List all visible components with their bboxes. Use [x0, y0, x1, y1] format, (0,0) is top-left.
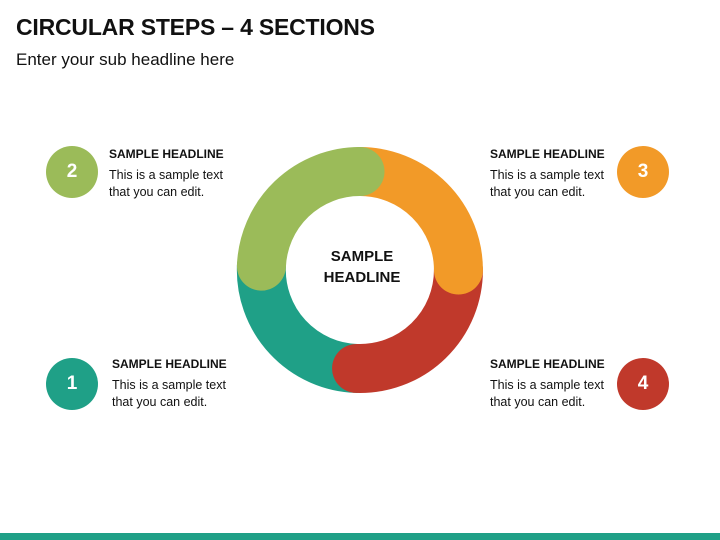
step-2-number-badge: 2 [46, 146, 98, 198]
step-3-number: 3 [637, 161, 649, 182]
step-4-body-line1: This is a sample text [490, 378, 604, 392]
step-1-number: 1 [66, 373, 78, 394]
circular-steps-ring [236, 147, 483, 393]
step-3-text-block: SAMPLE HEADLINE This is a sample text th… [490, 147, 650, 201]
step-3-body: This is a sample text that you can edit. [490, 167, 650, 201]
center-headline: SAMPLE HEADLINE [302, 246, 422, 288]
step-4-text-block: SAMPLE HEADLINE This is a sample text th… [490, 357, 650, 411]
step-4-number: 4 [637, 373, 649, 394]
page-title: CIRCULAR STEPS – 4 SECTIONS [16, 14, 375, 40]
step-1-number-badge: 1 [46, 358, 98, 410]
step-1-body-line1: This is a sample text [112, 378, 226, 392]
step-2-headline: SAMPLE HEADLINE [109, 147, 224, 161]
step-2-number: 2 [66, 161, 78, 182]
step-3-headline: SAMPLE HEADLINE [490, 147, 605, 161]
step-1-text-block: SAMPLE HEADLINE This is a sample text th… [112, 357, 272, 411]
step-4-body: This is a sample text that you can edit. [490, 377, 650, 411]
step-2-body-line2: that you can edit. [109, 185, 205, 199]
step-2-text-block: SAMPLE HEADLINE This is a sample text th… [109, 147, 269, 201]
step-1-body-line2: that you can edit. [112, 395, 208, 409]
center-headline-line2: HEADLINE [323, 269, 401, 286]
step-4-body-line2: that you can edit. [490, 395, 586, 409]
page-subtitle: Enter your sub headline here [16, 50, 235, 69]
footer-accent-bar [0, 533, 720, 540]
step-2-body-line1: This is a sample text [109, 168, 223, 182]
center-headline-line1: SAMPLE [330, 248, 394, 265]
step-2-body: This is a sample text that you can edit. [109, 167, 269, 201]
step-4-headline: SAMPLE HEADLINE [490, 357, 605, 371]
step-4-number-badge: 4 [617, 358, 669, 410]
ring-segment-2 [236, 147, 385, 291]
step-1-headline: SAMPLE HEADLINE [112, 357, 227, 371]
step-3-body-line1: This is a sample text [490, 168, 604, 182]
step-3-number-badge: 3 [617, 146, 669, 198]
step-1-body: This is a sample text that you can edit. [112, 377, 272, 411]
step-3-body-line2: that you can edit. [490, 185, 586, 199]
